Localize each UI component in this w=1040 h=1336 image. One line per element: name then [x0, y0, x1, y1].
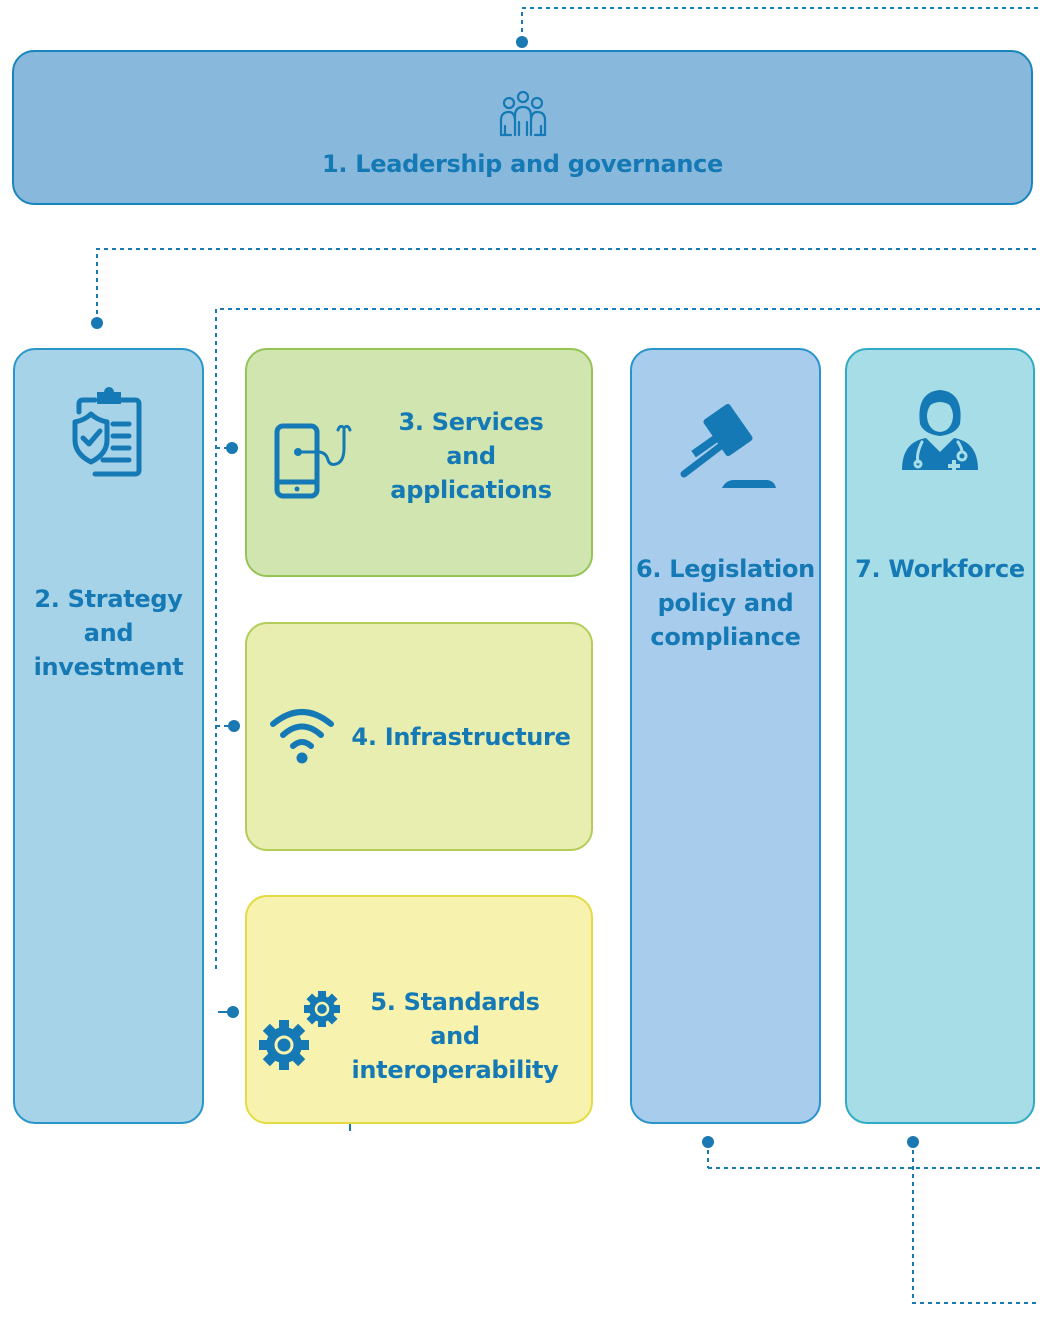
- gavel-icon: [680, 403, 776, 488]
- connector-dot: [91, 317, 103, 329]
- strategy-label: 2. Strategy and investment: [33, 585, 184, 681]
- legislation-box: 6. Legislation policy and compliance: [630, 348, 821, 1124]
- mobile-stethoscope-icon: [274, 423, 352, 498]
- clipboard-shield-icon: [72, 387, 141, 477]
- connector-dot: [702, 1136, 714, 1148]
- services-box: 3. Services and applications: [245, 348, 593, 577]
- connector-workforce: [912, 1142, 1040, 1304]
- people-group-icon: [499, 90, 546, 136]
- workforce-label: 7. Workforce: [855, 555, 1025, 583]
- leadership-box: 1. Leadership and governance: [12, 50, 1033, 205]
- leadership-label: 1. Leadership and governance: [321, 149, 724, 178]
- standards-label: 5. Standards and interoperability: [351, 987, 559, 1084]
- doctor-icon: [902, 390, 978, 472]
- strategy-box: 2. Strategy and investment: [13, 348, 204, 1124]
- services-label: 3. Services and applications: [390, 407, 552, 504]
- legislation-label: 6. Legislation policy and compliance: [636, 555, 815, 651]
- connector-dot: [227, 1006, 239, 1018]
- workforce-box: 7. Workforce: [845, 348, 1035, 1124]
- connector-strategy: [96, 248, 1040, 322]
- connector-dot: [226, 442, 238, 454]
- connector-dot: [516, 36, 528, 48]
- infrastructure-label: 4. Infrastructure: [351, 722, 571, 751]
- connector-dot: [907, 1136, 919, 1148]
- standards-box: 5. Standards and interoperability: [245, 895, 593, 1124]
- connector-leadership: [521, 7, 1040, 40]
- wifi-icon: [270, 708, 335, 763]
- connector-dot: [228, 720, 240, 732]
- gears-icon: [259, 990, 340, 1070]
- infrastructure-box: 4. Infrastructure: [245, 622, 593, 851]
